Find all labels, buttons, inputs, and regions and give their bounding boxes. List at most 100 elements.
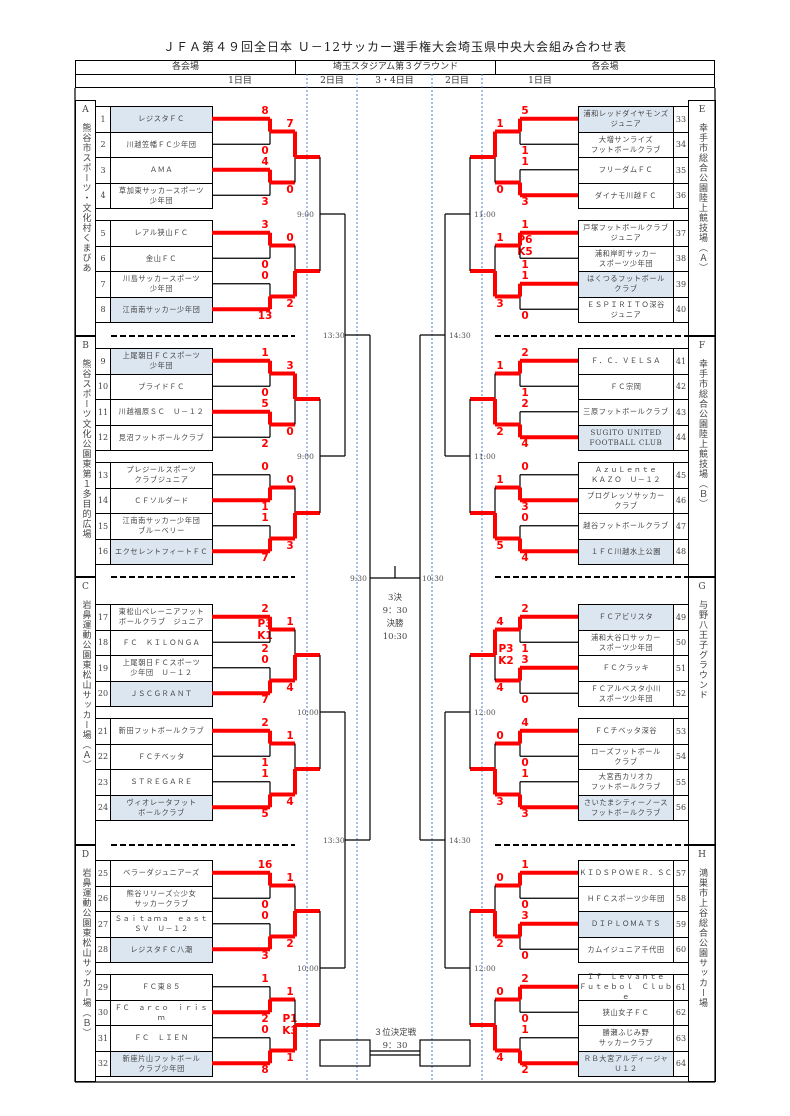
team-name-cell: レジスタＦＣ [110, 106, 213, 133]
score-top: 1 [496, 359, 504, 372]
team-name-cell: ＡＭＡ [110, 157, 213, 184]
score-bottom: 1 [261, 501, 269, 514]
score-bottom: 2 [286, 937, 294, 950]
pk-note: K3 [282, 1025, 298, 1037]
score-bottom: 2 [496, 425, 504, 438]
score-bottom: 3 [521, 808, 529, 821]
score-top: 2 [521, 397, 529, 410]
score-top: 2 [261, 602, 269, 615]
team-name-cell: ＦＣアビリスタ [578, 604, 674, 631]
team-name-cell: ダイナモ川越ＦＣ [578, 182, 674, 209]
team-name-cell: 狭山女子ＦＣ [578, 999, 674, 1026]
score-bottom: 4 [286, 795, 294, 808]
score-bottom: 1 [521, 145, 529, 158]
score-top: 2 [521, 972, 529, 985]
semi-time: 13:30 [323, 836, 345, 845]
score-top: 8 [261, 104, 269, 117]
venue-name: 岩鼻運動公園東松山サッカー場（Ａ） [80, 600, 91, 770]
team-name-cell: 見沼フットボールクラブ [110, 424, 213, 451]
block-time: 11:00 [474, 452, 496, 461]
score-top: 0 [496, 871, 504, 884]
score-top: 1 [521, 155, 529, 168]
header-day-3-4: 3・4日目 [375, 76, 414, 86]
team-name-cell: 戸塚フットボールクラブ ジュニア [578, 220, 674, 247]
final-time-left: 9:30 [350, 574, 367, 583]
score-bottom: 13 [257, 310, 273, 323]
score-bottom: 0 [521, 694, 529, 707]
score-top: 0 [261, 909, 269, 922]
semi-time: 14:30 [449, 331, 471, 340]
score-top: 0 [261, 1023, 269, 1036]
score-top: 1 [521, 218, 529, 231]
score-bottom: 3 [496, 795, 504, 808]
team-name-cell: SUGITO UNITED FOOTBALL CLUB [578, 424, 674, 451]
venue-letter: H [698, 850, 706, 860]
score-bottom: 1 [521, 643, 529, 656]
score-bottom: 3 [521, 196, 529, 209]
pk-note: K1 [257, 629, 273, 642]
venue-letter: C [82, 582, 89, 592]
header-day-row [75, 74, 715, 88]
score-top: 1 [496, 117, 504, 130]
page-title: ＪＦＡ第４９回全日本 Ｕ－12サッカー選手権大会埼玉県中央大会組み合わせ表 [162, 40, 628, 54]
score-top: 2 [521, 602, 529, 615]
score-bottom: 2 [496, 937, 504, 950]
team-name-cell: カムイジュニア千代田 [578, 936, 674, 963]
score-bottom: 0 [261, 145, 269, 158]
score-bottom: 0 [521, 899, 529, 912]
third-place-box-right [419, 1039, 471, 1067]
team-name-cell: 江南南サッカー少年団 [110, 296, 213, 323]
score-top: 0 [496, 985, 504, 998]
team-name-cell: 川越笠幡ＦＣ少年団 [110, 131, 213, 158]
team-name-cell: １ＦＣ川越水上公園 [578, 538, 674, 565]
score-top: 1 [261, 767, 269, 780]
pk-note: P1 [282, 1013, 298, 1025]
venue-letter: E [698, 105, 706, 115]
final-time-right: 10:30 [422, 574, 444, 583]
team-name-cell: エクセレントフィートＦＣ [110, 538, 213, 565]
score-top: 1 [521, 1023, 529, 1036]
venue-name: 幸手市総合公園陸上競技場（Ａ） [697, 123, 707, 273]
block-time: 9:00 [297, 452, 314, 461]
score-top: 4 [496, 615, 504, 628]
header-day-2-left: 2日目 [320, 76, 344, 86]
score-top: 1 [521, 269, 529, 282]
score-bottom: 1 [521, 259, 529, 272]
score-top: 1 [496, 473, 504, 486]
score-top: 1 [261, 972, 269, 985]
semi-time: 14:30 [449, 836, 471, 845]
score-bottom: 0 [261, 387, 269, 400]
score-top: 0 [286, 231, 294, 244]
header-day-1-right: 1日目 [528, 76, 552, 86]
score-top: 1 [286, 615, 294, 628]
score-top: 3 [521, 653, 529, 666]
block-time: 12:00 [474, 708, 496, 717]
score-top: 0 [496, 729, 504, 742]
score-top: 0 [261, 653, 269, 666]
team-name-cell: ＦＣ ＫＩＬＯＮＧＡ [110, 629, 213, 656]
third-place-label: ３位決定戦 [373, 1028, 417, 1038]
score-bottom: 4 [521, 552, 529, 565]
team-name-cell: ＦＣ東８５ [110, 974, 213, 1001]
pk-note: P3 [257, 617, 273, 630]
score-bottom: 0 [496, 183, 504, 196]
third-place-box-left [319, 1039, 371, 1067]
score-top: 4 [521, 716, 529, 729]
venue-name: 熊谷市スポーツ・文化村くまびあ [80, 123, 91, 273]
block-time: 9:00 [297, 210, 314, 219]
score-top: 1 [286, 871, 294, 884]
venue-letter: A [82, 105, 89, 115]
team-name-cell: 浦和岸町サッカー スポーツ少年団 [578, 245, 674, 272]
final-schedule: 3決 9：30 決勝 10:30 [382, 593, 408, 642]
block-time: 12:00 [474, 964, 496, 973]
team-name-cell: 東松山ペレーニアフット ボールクラブ ジュニア [110, 604, 213, 631]
score-top: 16 [257, 858, 273, 871]
third-place-info: ３位決定戦 9：30 [360, 1027, 430, 1053]
third-place-time: 9：30 [382, 1041, 408, 1051]
score-top: 5 [521, 104, 529, 117]
pk-note: K2 [498, 655, 514, 667]
score-bottom: 2 [261, 643, 269, 656]
score-bottom: 3 [261, 196, 269, 209]
team-name-cell: 新座片山フットボール クラブ少年団 [110, 1050, 213, 1077]
